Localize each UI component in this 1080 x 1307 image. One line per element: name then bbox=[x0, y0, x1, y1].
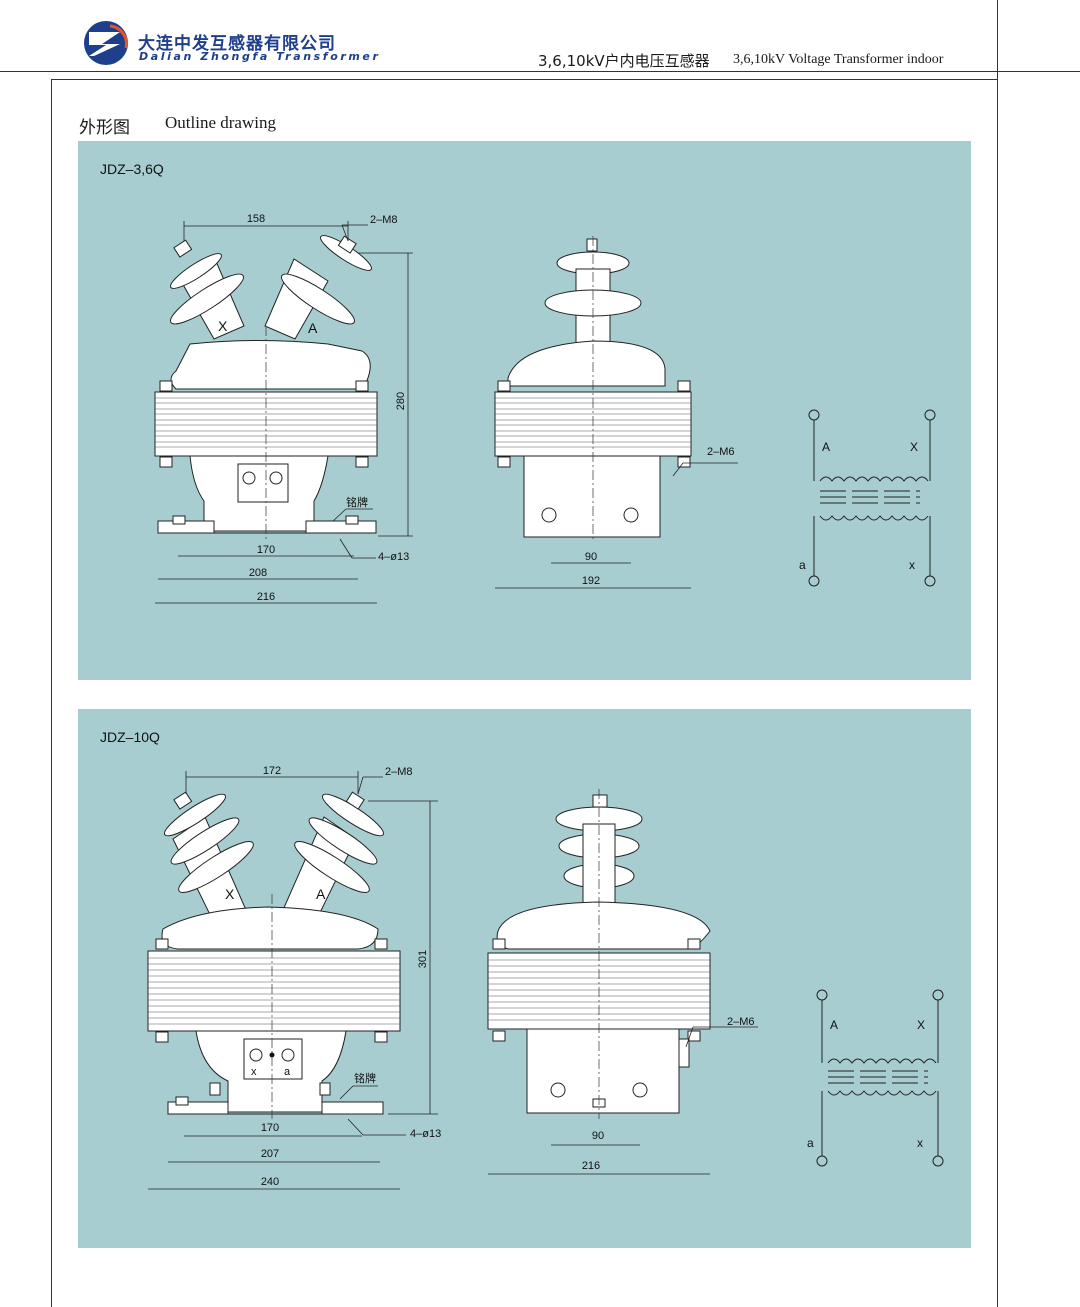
wiring-schematic bbox=[808, 409, 936, 587]
wiring-schematic bbox=[816, 989, 944, 1167]
frame-top-line bbox=[51, 79, 997, 80]
dim-side-bolts: 2–M6 bbox=[707, 446, 735, 458]
dim-top: 158 bbox=[247, 213, 265, 225]
header-rule bbox=[0, 71, 1080, 72]
schematic-A: A bbox=[822, 440, 830, 454]
model-label: JDZ–3,6Q bbox=[100, 161, 164, 177]
base-plate bbox=[157, 520, 377, 534]
terminal-a-label: A bbox=[308, 320, 318, 336]
dim-outer: 240 bbox=[261, 1176, 279, 1188]
schematic-x: x bbox=[909, 558, 915, 572]
terminal-x-label: X bbox=[225, 886, 235, 902]
centerlines bbox=[265, 236, 594, 541]
drawing-panel-jdz-36q: JDZ–3,6Q bbox=[78, 141, 971, 680]
drawing-panel-jdz-10q: JDZ–10Q bbox=[78, 709, 971, 1248]
page-header: 大连中发互感器有限公司 Dalian Zhongfa Transformer 3… bbox=[0, 0, 1080, 80]
dimension-lines bbox=[148, 771, 758, 1190]
side-housing bbox=[507, 340, 666, 387]
product-title-en: 3,6,10kV Voltage Transformer indoor bbox=[733, 52, 944, 67]
schematic-a: a bbox=[807, 1136, 814, 1150]
dim-holes: 4–ø13 bbox=[410, 1128, 441, 1140]
base-plate bbox=[167, 1101, 384, 1115]
model-label: JDZ–10Q bbox=[100, 729, 160, 745]
side-housing bbox=[496, 901, 711, 950]
schematic-X: X bbox=[910, 440, 918, 454]
dim-inner: 170 bbox=[261, 1122, 279, 1134]
terminal-x-label: X bbox=[218, 318, 228, 334]
insulator-a bbox=[278, 791, 385, 932]
dim-side-outer: 216 bbox=[582, 1160, 600, 1172]
section-title-en: Outline drawing bbox=[165, 113, 276, 132]
dim-bolts-top: 2–M8 bbox=[385, 766, 413, 778]
terminal-a-label: A bbox=[316, 886, 326, 902]
centerlines bbox=[271, 789, 600, 1119]
dim-side-inner: 90 bbox=[592, 1130, 604, 1142]
section-title-cn: 外形图 bbox=[79, 118, 130, 138]
insulator-x bbox=[163, 791, 254, 932]
terminal-block-x: x bbox=[251, 1066, 257, 1078]
housing-dome bbox=[170, 340, 371, 390]
side-base bbox=[523, 455, 661, 538]
terminal-dot bbox=[269, 1052, 275, 1058]
dim-holes: 4–ø13 bbox=[378, 551, 409, 563]
company-name-cn: 大连中发互感器有限公司 bbox=[138, 34, 336, 54]
dim-height: 301 bbox=[417, 950, 429, 968]
company-name-en: Dalian Zhongfa Transformer bbox=[139, 50, 381, 63]
frame-right-line bbox=[997, 0, 998, 1307]
outline-drawing-jdz-36q: 158 2–M8 280 170 208 216 4–ø13 铭牌 2–M6 9… bbox=[154, 213, 936, 604]
dim-top: 172 bbox=[263, 765, 281, 777]
dimension-lines bbox=[155, 221, 738, 604]
insulator-a bbox=[264, 235, 372, 340]
bolts bbox=[159, 380, 691, 525]
dim-side-bolts: 2–M6 bbox=[727, 1016, 755, 1028]
schematic-a: a bbox=[799, 558, 806, 572]
dim-height: 280 bbox=[395, 392, 407, 410]
terminal-block-a: a bbox=[284, 1066, 291, 1078]
dim-mid: 207 bbox=[261, 1148, 279, 1160]
frame-left-line bbox=[51, 79, 52, 1307]
dim-side-outer: 192 bbox=[582, 575, 600, 587]
nameplate-label: 铭牌 bbox=[346, 495, 368, 509]
dim-bolts-top: 2–M8 bbox=[370, 214, 398, 226]
bolts bbox=[155, 938, 701, 1108]
product-title-cn: 3,6,10kV户内电压互感器 bbox=[538, 52, 710, 70]
schematic-A: A bbox=[830, 1018, 838, 1032]
housing-dome bbox=[161, 906, 379, 950]
dim-inner: 170 bbox=[257, 544, 275, 556]
nameplate-label: 铭牌 bbox=[354, 1071, 376, 1085]
schematic-X: X bbox=[917, 1018, 925, 1032]
outline-drawing-jdz-10q: 172 2–M8 301 170 207 240 4–ø13 铭牌 2–M6 9… bbox=[147, 765, 944, 1190]
schematic-x: x bbox=[917, 1136, 923, 1150]
core-laminations bbox=[147, 950, 401, 1032]
dim-mid: 208 bbox=[249, 567, 267, 579]
company-logo-icon bbox=[84, 21, 128, 65]
dim-outer: 216 bbox=[257, 591, 275, 603]
insulator-x bbox=[170, 239, 245, 340]
dim-side-inner: 90 bbox=[585, 551, 597, 563]
